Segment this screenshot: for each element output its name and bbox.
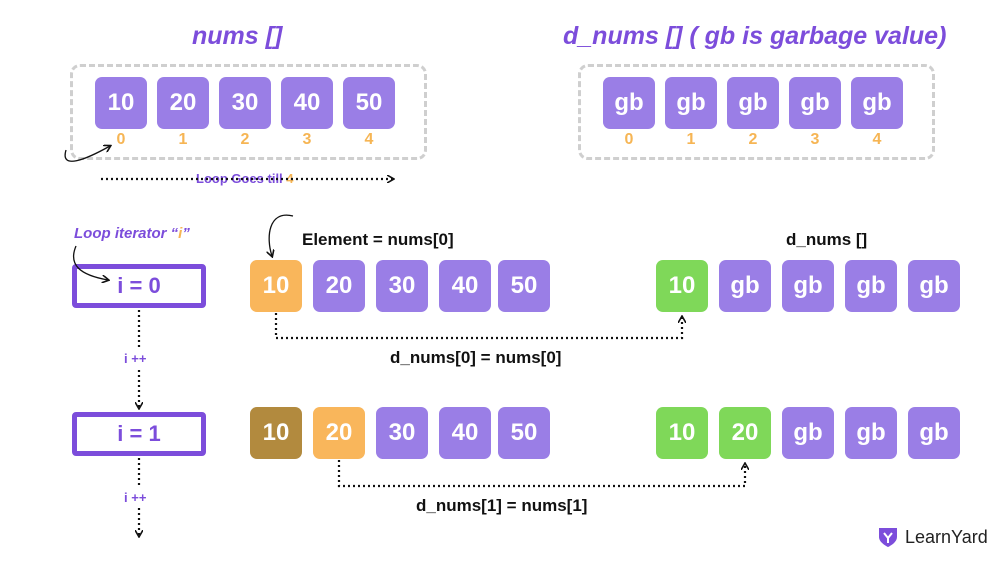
step0-nums-cell-3: 40 bbox=[439, 260, 491, 312]
nums-index-1: 1 bbox=[178, 131, 188, 148]
step1-d-nums-cell-0: 10 bbox=[656, 407, 708, 459]
step0-nums-cell-0: 10 bbox=[250, 260, 302, 312]
step0-d-nums-cell-3: gb bbox=[845, 260, 897, 312]
nums-cell-4: 50 bbox=[343, 77, 395, 129]
loop-note: Loop Goes till 4 bbox=[193, 171, 297, 186]
nums-cell-3: 40 bbox=[281, 77, 333, 129]
nums-cell-0: 10 bbox=[95, 77, 147, 129]
nums-index-0: 0 bbox=[116, 131, 126, 148]
step0-assignment: d_nums[0] = nums[0] bbox=[390, 348, 562, 367]
loop-note-value: 4 bbox=[286, 171, 294, 186]
nums-index-4: 4 bbox=[364, 131, 374, 148]
step0-d-nums-cell-2: gb bbox=[782, 260, 834, 312]
nums-cell-1: 20 bbox=[157, 77, 209, 129]
d-nums-cell-2: gb bbox=[727, 77, 779, 129]
iterator-label-suffix: ” bbox=[182, 225, 190, 242]
step1-nums-cell-3: 40 bbox=[439, 407, 491, 459]
d-nums-title: d_nums [] ( gb is garbage value) bbox=[563, 22, 947, 50]
nums-index-3: 3 bbox=[302, 131, 312, 148]
increment-label-1-top: i ++ bbox=[124, 351, 147, 366]
step1-nums-cell-2: 30 bbox=[376, 407, 428, 459]
step1-copy-arrow bbox=[337, 460, 745, 488]
d-nums-label: d_nums [] bbox=[786, 230, 868, 249]
increment-mask-1 bbox=[120, 349, 156, 367]
d-nums-container bbox=[578, 64, 935, 160]
step0-d-nums-cell-4: gb bbox=[908, 260, 960, 312]
increment-label-2-top: i ++ bbox=[124, 490, 147, 505]
d-nums-index-3: 3 bbox=[810, 131, 820, 148]
step1-d-nums-cell-1: 20 bbox=[719, 407, 771, 459]
iterator-box-0: i = 0 bbox=[72, 264, 206, 308]
nums-container bbox=[70, 64, 427, 160]
step1-d-nums-cell-2: gb bbox=[782, 407, 834, 459]
nums-cell-2: 30 bbox=[219, 77, 271, 129]
step1-nums-cell-0: 10 bbox=[250, 407, 302, 459]
d-nums-cell-4: gb bbox=[851, 77, 903, 129]
brand-name: LearnYard bbox=[905, 527, 988, 547]
increment-mask-2 bbox=[120, 488, 156, 506]
step1-nums-cell-4: 50 bbox=[498, 407, 550, 459]
step0-nums-cell-2: 30 bbox=[376, 260, 428, 312]
d-nums-index-2: 2 bbox=[748, 131, 758, 148]
step0-nums-cell-4: 50 bbox=[498, 260, 550, 312]
step0-copy-arrow bbox=[274, 313, 682, 340]
iterator-label-prefix: Loop iterator “ bbox=[74, 225, 179, 242]
iterator-label: Loop iterator “i” bbox=[74, 225, 190, 242]
step1-nums-cell-1: 20 bbox=[313, 407, 365, 459]
d-nums-cell-0: gb bbox=[603, 77, 655, 129]
iterator-label-var: i bbox=[178, 225, 183, 242]
step0-d-nums-cell-1: gb bbox=[719, 260, 771, 312]
index-pointer-arrow bbox=[64, 146, 110, 162]
learnyard-logo-icon bbox=[876, 525, 900, 549]
loop-note-text: Loop Goes till bbox=[196, 171, 287, 186]
element-label: Element = nums[0] bbox=[302, 230, 454, 249]
step0-nums-cell-1: 20 bbox=[313, 260, 365, 312]
d-nums-cell-1: gb bbox=[665, 77, 717, 129]
step1-d-nums-cell-4: gb bbox=[908, 407, 960, 459]
nums-title: nums [] bbox=[192, 22, 283, 50]
step0-d-nums-cell-0: 10 bbox=[656, 260, 708, 312]
d-nums-cell-3: gb bbox=[789, 77, 841, 129]
step1-d-nums-cell-3: gb bbox=[845, 407, 897, 459]
d-nums-index-1: 1 bbox=[686, 131, 696, 148]
d-nums-index-4: 4 bbox=[872, 131, 882, 148]
step1-assignment: d_nums[1] = nums[1] bbox=[416, 496, 588, 515]
element-pointer-arrow bbox=[269, 214, 294, 256]
d-nums-index-0: 0 bbox=[624, 131, 634, 148]
iterator-pointer-arrow bbox=[72, 245, 108, 280]
nums-index-2: 2 bbox=[240, 131, 250, 148]
iterator-box-1: i = 1 bbox=[72, 412, 206, 456]
